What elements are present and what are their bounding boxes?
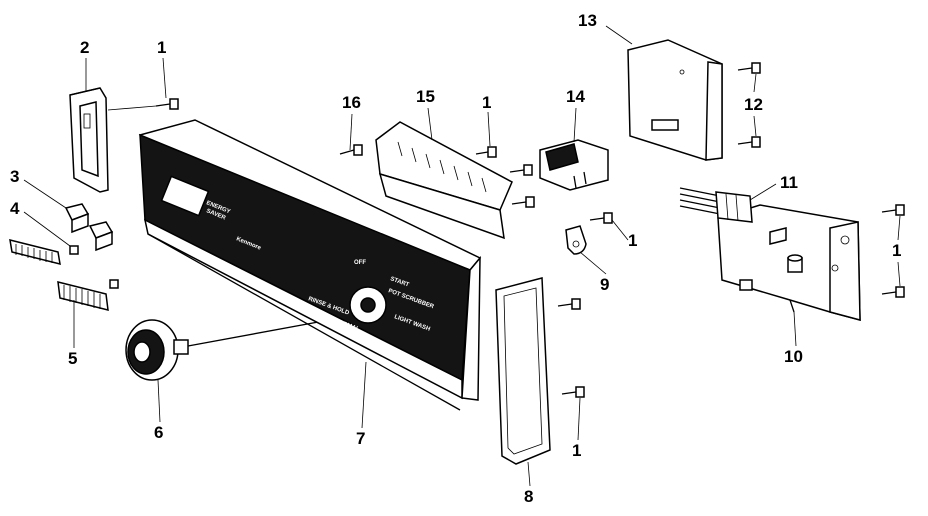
callout-labels: 2 1 3 4 5 6 7 8 1 1 9 10 1 11 12 13 14 1… xyxy=(10,11,901,506)
screw-d xyxy=(509,164,533,176)
screw-e xyxy=(511,196,535,208)
callout-13: 13 xyxy=(578,11,597,30)
callout-1-top-left: 1 xyxy=(157,38,166,57)
dial-label-off: OFF xyxy=(354,260,366,266)
screw-l xyxy=(881,286,905,298)
part-5-button-strip xyxy=(57,281,109,311)
part-7-control-panel: Kenmore OFF START POT SCRUBBER LIGHT WAS… xyxy=(138,119,482,411)
screws xyxy=(155,62,905,398)
part-4-button-strip xyxy=(9,238,119,289)
screw-g xyxy=(557,298,581,310)
callout-5: 5 xyxy=(68,349,77,368)
part-8-vent-grille xyxy=(495,277,551,465)
part-11-wire-harness xyxy=(679,187,753,223)
screw-k xyxy=(881,204,905,216)
callout-9: 9 xyxy=(600,275,609,294)
part-2-bracket xyxy=(69,87,109,193)
part-14-switch xyxy=(539,139,609,191)
callout-14: 14 xyxy=(566,87,585,106)
callout-1-clip: 1 xyxy=(628,231,637,250)
screw-a xyxy=(155,98,179,110)
callout-8: 8 xyxy=(524,487,533,506)
part-6-knob xyxy=(125,317,341,381)
callout-1-top-middle: 1 xyxy=(482,93,491,112)
part-15-slotted-bracket xyxy=(375,121,513,240)
screw-f xyxy=(589,212,613,224)
callout-4: 4 xyxy=(10,199,20,218)
part-13-cover xyxy=(627,39,723,161)
callout-16: 16 xyxy=(342,93,361,112)
callout-1-bottom: 1 xyxy=(572,441,581,460)
callout-7: 7 xyxy=(356,429,365,448)
callout-15: 15 xyxy=(416,87,435,106)
callout-2: 2 xyxy=(80,38,89,57)
callout-1-right: 1 xyxy=(892,241,901,260)
callout-11: 11 xyxy=(780,173,798,192)
callout-3: 3 xyxy=(10,167,19,186)
part-9-clip xyxy=(565,225,587,255)
callout-6: 6 xyxy=(154,423,163,442)
part-3-buttons xyxy=(64,203,114,252)
screw-c xyxy=(475,146,497,158)
callout-10: 10 xyxy=(784,347,803,366)
screw-h xyxy=(561,386,585,398)
leader-lines xyxy=(23,25,901,487)
screw-b xyxy=(339,144,363,156)
part-10-controller xyxy=(717,204,861,321)
callout-12: 12 xyxy=(744,95,763,114)
screw-i xyxy=(737,62,761,74)
screw-j xyxy=(737,136,761,148)
